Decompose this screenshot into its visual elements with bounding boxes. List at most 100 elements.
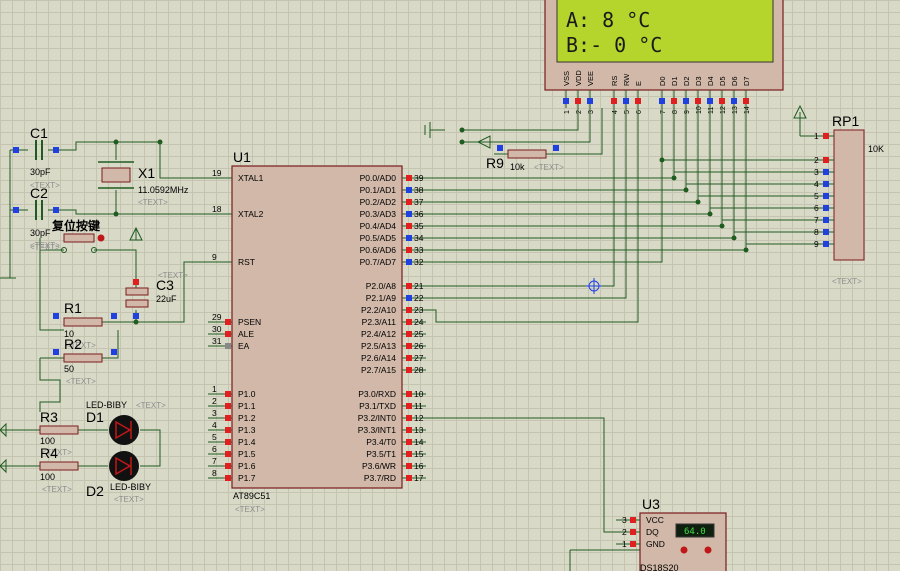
lcd-pin-label: RS xyxy=(610,76,619,86)
u1-pin[interactable] xyxy=(406,283,412,289)
u1-pin[interactable] xyxy=(406,391,412,397)
reset-button-label: 复位按键 xyxy=(51,218,100,233)
lcd-pin[interactable] xyxy=(575,98,581,104)
lcd-pin[interactable] xyxy=(731,98,737,104)
lcd-pin[interactable] xyxy=(719,98,725,104)
r9-ref: R9 xyxy=(486,155,504,171)
lcd-pin-number: 11 xyxy=(708,107,715,114)
lcd-pin[interactable] xyxy=(707,98,713,104)
u1-pin[interactable] xyxy=(406,175,412,181)
c1-text: <TEXT> xyxy=(30,181,60,190)
u1-pin[interactable] xyxy=(406,319,412,325)
u1-pin[interactable] xyxy=(225,475,231,481)
rp1-pin[interactable] xyxy=(823,169,829,175)
u1-pin[interactable] xyxy=(406,463,412,469)
lcd-pin[interactable] xyxy=(671,98,677,104)
u3-up-button[interactable] xyxy=(704,546,712,554)
u1-pin[interactable] xyxy=(406,235,412,241)
u1-pin[interactable] xyxy=(225,343,231,349)
rp1-pin-number: 8 xyxy=(814,227,819,237)
u1-pin[interactable] xyxy=(225,451,231,457)
d2-value: LED-BIBY xyxy=(110,482,151,492)
rp1-value: 10K xyxy=(868,144,884,154)
resistor-r1[interactable]: R1 10 <TEXT> xyxy=(53,300,117,350)
d1-value: LED-BIBY xyxy=(86,400,127,410)
u1-pin[interactable] xyxy=(406,355,412,361)
u1-pin[interactable] xyxy=(406,403,412,409)
lcd-pin[interactable] xyxy=(563,98,569,104)
lcd-pin[interactable] xyxy=(623,98,629,104)
lcd-pin[interactable] xyxy=(611,98,617,104)
u1-pin[interactable] xyxy=(225,331,231,337)
rp1-pin[interactable] xyxy=(823,205,829,211)
capacitor-c3[interactable]: C3 22uF <TEXT> xyxy=(125,271,188,319)
led-d1[interactable]: D1 LED-BIBY <TEXT> xyxy=(86,400,166,445)
crystal-x1[interactable]: X1 11.0592MHz <TEXT> xyxy=(98,161,189,207)
u1-pin[interactable] xyxy=(406,475,412,481)
rp1-pin[interactable] xyxy=(823,229,829,235)
u1-pin-number: 13 xyxy=(414,425,424,435)
lcd-pin[interactable] xyxy=(587,98,593,104)
lcd-display[interactable]: A: 8 °C B:- 0 °C VSS1VDD2VEE3RS4RW5E6D07… xyxy=(544,0,784,114)
lcd-pin[interactable] xyxy=(695,98,701,104)
u1-pin-label: P1.0 xyxy=(238,389,256,399)
resistor-r9[interactable]: R9 10k <TEXT> xyxy=(486,145,564,172)
u1-pin[interactable] xyxy=(406,187,412,193)
u3-pin[interactable] xyxy=(630,529,636,535)
u1-pin-number: 22 xyxy=(414,293,424,303)
u3-pin[interactable] xyxy=(630,517,636,523)
u1-pin[interactable] xyxy=(406,343,412,349)
u1-pin[interactable] xyxy=(406,451,412,457)
u1-pin[interactable] xyxy=(225,319,231,325)
rp1-pin[interactable] xyxy=(823,217,829,223)
lcd-pin[interactable] xyxy=(743,98,749,104)
u1-pin-number: 29 xyxy=(212,312,222,322)
u3-pin-label: VCC xyxy=(646,515,664,525)
lcd-pin[interactable] xyxy=(635,98,641,104)
u1-pin[interactable] xyxy=(406,259,412,265)
u1-pin[interactable] xyxy=(406,199,412,205)
u1-pin[interactable] xyxy=(406,439,412,445)
u1-pin[interactable] xyxy=(225,391,231,397)
resistor-r3[interactable]: R3 100 <TEXT> xyxy=(39,409,79,457)
u1-pin[interactable] xyxy=(406,247,412,253)
u1-pin[interactable] xyxy=(406,427,412,433)
resistor-r4[interactable]: R4 100 <TEXT> xyxy=(39,445,79,494)
u1-pin[interactable] xyxy=(225,463,231,469)
rp1-pin[interactable] xyxy=(823,241,829,247)
rp1-pin[interactable] xyxy=(823,133,829,139)
rp1-pin[interactable] xyxy=(823,157,829,163)
u1-pin[interactable] xyxy=(406,331,412,337)
u1-pin[interactable] xyxy=(225,403,231,409)
rp1-pin[interactable] xyxy=(823,181,829,187)
reset-button[interactable]: 复位按键 <TEXT> xyxy=(30,218,105,253)
u1-pin[interactable] xyxy=(406,367,412,373)
rp1-pin[interactable] xyxy=(823,193,829,199)
u1-pin-label: P2.2/A10 xyxy=(361,305,396,315)
u1-pin[interactable] xyxy=(406,415,412,421)
u3-part: DS18S20 xyxy=(640,563,679,571)
lcd-pin-number: 2 xyxy=(576,110,583,114)
lcd-pin-label: D7 xyxy=(742,76,751,86)
u1-pin[interactable] xyxy=(406,211,412,217)
capacitor-c1[interactable]: C1 30pF <TEXT> xyxy=(13,125,60,190)
u1-pin[interactable] xyxy=(225,439,231,445)
u3-down-button[interactable] xyxy=(680,546,688,554)
u1-pin[interactable] xyxy=(225,415,231,421)
u1-pin[interactable] xyxy=(406,307,412,313)
u1-pin[interactable] xyxy=(225,427,231,433)
u1-pin-number: 24 xyxy=(414,317,424,327)
resistor-r2[interactable]: R2 50 <TEXT> xyxy=(53,336,117,386)
led-d2[interactable]: D2 LED-BIBY <TEXT> xyxy=(86,451,151,504)
lcd-pin[interactable] xyxy=(683,98,689,104)
r9-value: 10k xyxy=(510,162,525,172)
lcd-pin[interactable] xyxy=(659,98,665,104)
u1-pin[interactable] xyxy=(406,223,412,229)
u1-pin[interactable] xyxy=(406,295,412,301)
u3-pin[interactable] xyxy=(630,541,636,547)
capacitor-c2[interactable]: C2 30pF <TEXT> xyxy=(13,185,60,250)
